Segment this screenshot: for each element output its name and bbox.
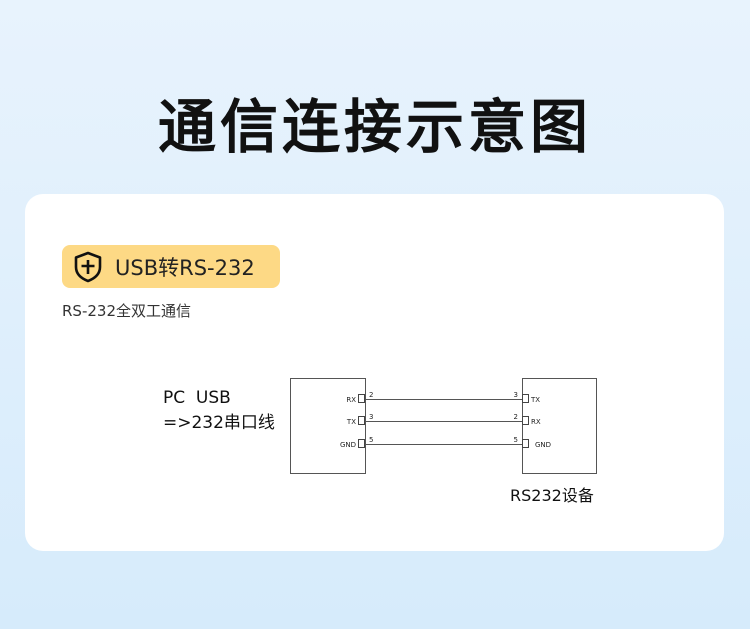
- subtitle: RS-232全双工通信: [62, 302, 191, 320]
- left-pin-number: 2: [369, 391, 373, 399]
- pc-label-line1: PC USB: [163, 388, 231, 408]
- right-pin-number: 3: [514, 391, 518, 399]
- left-pin-name: GND: [340, 441, 356, 449]
- left-pin-connector: [358, 439, 365, 448]
- badge-label: USB转RS-232: [115, 255, 255, 280]
- right-pin-name: RX: [531, 418, 541, 426]
- left-pin-connector: [358, 394, 365, 403]
- right-box: [522, 378, 597, 474]
- right-pin-name: GND: [535, 441, 551, 449]
- rs232-device-label: RS232设备: [510, 486, 594, 505]
- left-box: [290, 378, 366, 474]
- right-pin-number: 5: [514, 436, 518, 444]
- left-pin-connector: [358, 416, 365, 425]
- pc-label-line2: =>232串口线: [163, 413, 275, 433]
- right-pin-number: 2: [514, 413, 518, 421]
- page-title: 通信连接示意图: [157, 93, 592, 161]
- right-pin-name: TX: [530, 396, 540, 404]
- right-pin-connector: [522, 394, 529, 403]
- left-pin-name: TX: [346, 418, 356, 426]
- badge: USB转RS-232: [62, 245, 280, 288]
- shield-plus-icon: [74, 251, 102, 282]
- left-pin-number: 3: [369, 413, 373, 421]
- left-pin-number: 5: [369, 436, 373, 444]
- pc-usb-label: PC USB =>232串口线: [163, 386, 275, 436]
- right-pin-connector: [522, 439, 529, 448]
- right-pin-connector: [522, 416, 529, 425]
- left-pin-name: RX: [346, 396, 356, 404]
